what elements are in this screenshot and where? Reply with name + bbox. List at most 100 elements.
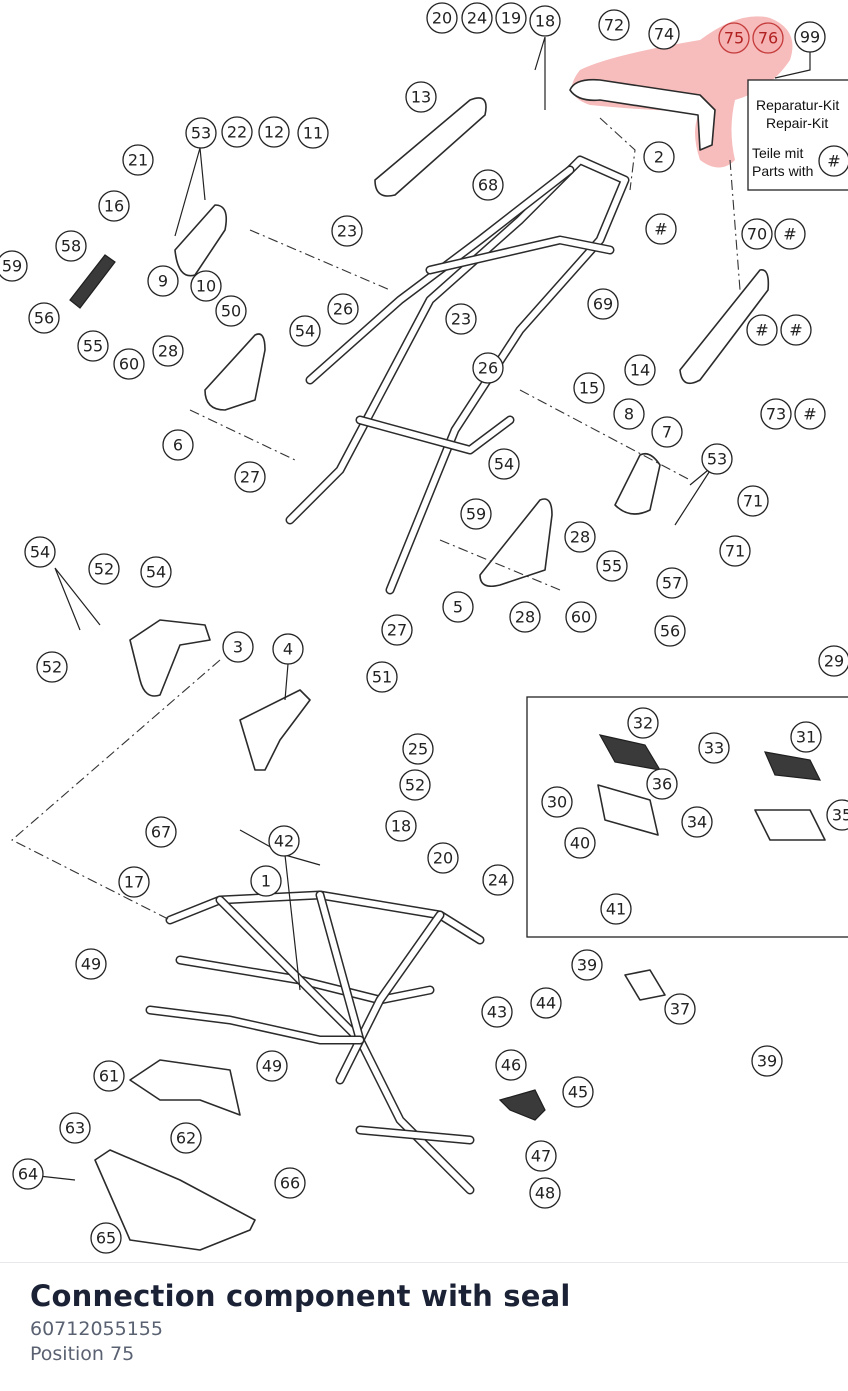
callout-18-top: 18 xyxy=(529,5,561,37)
svg-text:41: 41 xyxy=(606,900,626,919)
svg-text:20: 20 xyxy=(433,849,453,868)
part-position: Position 75 xyxy=(30,1343,135,1365)
part-45-clip xyxy=(498,1089,546,1121)
kit-line3: Teile mit xyxy=(752,145,803,161)
svg-text:8: 8 xyxy=(624,405,634,424)
svg-text:24: 24 xyxy=(488,871,508,890)
svg-text:25: 25 xyxy=(408,740,428,759)
svg-text:16: 16 xyxy=(104,197,124,216)
callout-39-top: 39 xyxy=(571,949,603,981)
callout-13: 13 xyxy=(405,81,437,113)
svg-text:46: 46 xyxy=(501,1056,521,1075)
svg-text:12: 12 xyxy=(264,123,284,142)
svg-text:19: 19 xyxy=(501,9,521,28)
callout-60-left: 60 xyxy=(113,348,145,380)
svg-text:30: 30 xyxy=(547,793,567,812)
callout-37: 37 xyxy=(664,993,696,1025)
svg-text:49: 49 xyxy=(81,955,101,974)
svg-text:1: 1 xyxy=(261,872,271,891)
svg-text:23: 23 xyxy=(337,222,357,241)
svg-text:2: 2 xyxy=(654,148,664,167)
callout-6: 6 xyxy=(162,429,194,461)
callout-hash-73: # xyxy=(794,398,826,430)
part-72-bracket xyxy=(569,78,716,151)
svg-text:67: 67 xyxy=(151,823,171,842)
svg-text:54: 54 xyxy=(295,322,315,341)
svg-text:39: 39 xyxy=(577,956,597,975)
callout-50: 50 xyxy=(215,295,247,327)
callout-53-right: 53 xyxy=(701,443,733,475)
callout-7: 7 xyxy=(651,416,683,448)
svg-text:11: 11 xyxy=(303,124,323,143)
callout-9: 9 xyxy=(147,265,179,297)
svg-text:14: 14 xyxy=(630,361,650,380)
svg-text:60: 60 xyxy=(119,355,139,374)
svg-text:15: 15 xyxy=(579,379,599,398)
part-7-heel-guard xyxy=(614,452,661,515)
callout-5: 5 xyxy=(442,591,474,623)
svg-text:#: # xyxy=(654,220,667,239)
part-title: Connection component with seal xyxy=(30,1279,571,1313)
svg-text:65: 65 xyxy=(96,1229,116,1248)
svg-text:99: 99 xyxy=(800,28,820,47)
callout-hash-bracket: # xyxy=(645,213,677,245)
callout-hash-b: # xyxy=(780,314,812,346)
callout-33: 33 xyxy=(698,732,730,764)
part-36-peg xyxy=(597,784,659,836)
callout-2: 2 xyxy=(643,141,675,173)
callout-40: 40 xyxy=(564,827,596,859)
rear-subframe xyxy=(285,155,630,595)
svg-text:66: 66 xyxy=(280,1174,300,1193)
svg-text:17: 17 xyxy=(124,873,144,892)
svg-text:53: 53 xyxy=(707,450,727,469)
callout-34: 34 xyxy=(681,806,713,838)
callout-51: 51 xyxy=(366,661,398,693)
callout-8: 8 xyxy=(613,398,645,430)
svg-text:72: 72 xyxy=(604,16,624,35)
svg-text:28: 28 xyxy=(158,342,178,361)
svg-text:62: 62 xyxy=(176,1129,196,1148)
part-31-peg xyxy=(764,751,822,781)
svg-text:61: 61 xyxy=(99,1067,119,1086)
part-61-guard xyxy=(129,1059,241,1116)
svg-text:52: 52 xyxy=(94,560,114,579)
exploded-parts-diagram: Reparatur-Kit Repair-Kit Teile mit Parts… xyxy=(0,2,848,1254)
kit-symbol-callout: # xyxy=(818,145,848,177)
callout-10: 10 xyxy=(190,270,222,302)
callout-15: 15 xyxy=(573,372,605,404)
callout-45: 45 xyxy=(562,1076,594,1108)
part-number: 60712055155 xyxy=(30,1318,163,1340)
svg-text:37: 37 xyxy=(670,1000,690,1019)
svg-text:33: 33 xyxy=(704,739,724,758)
svg-text:3: 3 xyxy=(233,638,243,657)
callout-18-lower: 18 xyxy=(385,810,417,842)
callout-hash-70: # xyxy=(774,218,806,250)
svg-text:28: 28 xyxy=(515,608,535,627)
callout-27-mid: 27 xyxy=(234,461,266,493)
callout-54-right: 54 xyxy=(488,448,520,480)
svg-text:18: 18 xyxy=(391,817,411,836)
svg-text:22: 22 xyxy=(227,123,247,142)
svg-text:49: 49 xyxy=(262,1057,282,1076)
callout-12: 12 xyxy=(258,116,290,148)
svg-text:54: 54 xyxy=(494,455,514,474)
callout-11: 11 xyxy=(297,117,329,149)
callout-76: 76 xyxy=(752,22,784,54)
svg-text:70: 70 xyxy=(747,225,767,244)
callout-52-left: 52 xyxy=(36,651,68,683)
callout-71-a: 71 xyxy=(737,485,769,517)
callout-32: 32 xyxy=(627,707,659,739)
svg-text:56: 56 xyxy=(34,309,54,328)
callout-66: 66 xyxy=(274,1167,306,1199)
callout-65: 65 xyxy=(90,1222,122,1254)
svg-text:35: 35 xyxy=(832,806,848,825)
svg-text:28: 28 xyxy=(570,528,590,547)
kit-line1: Reparatur-Kit xyxy=(756,97,839,113)
kit-line2: Repair-Kit xyxy=(766,115,828,131)
svg-text:54: 54 xyxy=(30,543,50,562)
callout-55-right: 55 xyxy=(596,550,628,582)
svg-text:#: # xyxy=(827,152,840,171)
svg-text:57: 57 xyxy=(662,574,682,593)
svg-text:#: # xyxy=(803,405,816,424)
callout-25: 25 xyxy=(402,733,434,765)
